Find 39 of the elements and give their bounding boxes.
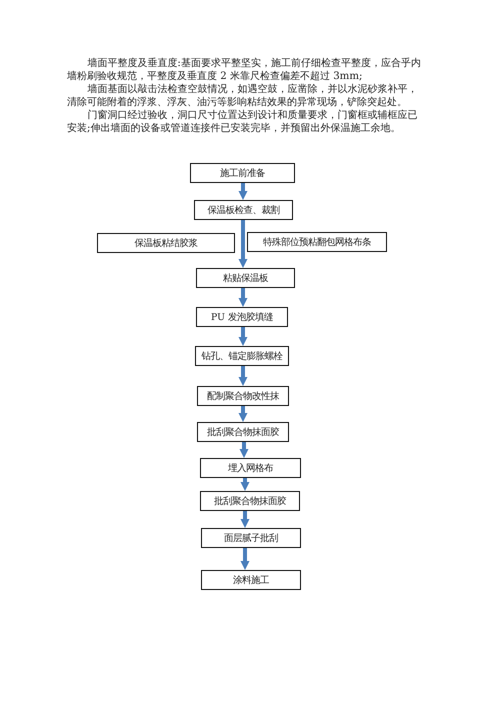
- process-box: [197, 422, 289, 442]
- process-box: [200, 458, 301, 478]
- step-label: 涂料施工: [233, 574, 269, 586]
- arrow: [240, 478, 250, 491]
- process-box: [195, 346, 289, 366]
- step-label: 配制聚合物改性抹: [207, 390, 279, 402]
- process-box: [97, 233, 235, 253]
- step-label: 保温板检查、裁割: [208, 204, 280, 216]
- paragraph: 门窗洞口经过验收，洞口尺寸位置达到设计和质量要求，门窗框或辅框应已安装;伸出墙面的设备或管道连接件已安装完毕，并预留出外保温施工余地。: [67, 110, 418, 136]
- step-label: 面层腻子批刮: [224, 532, 278, 544]
- step-label: 保温板粘结胶浆: [134, 236, 198, 250]
- step-label: 钻孔、锚定膨胀螺栓: [202, 350, 282, 362]
- paragraph: 墙面平整度及垂直度:基面要求平整坚实，施工前仔细检查平整度，应合乎内墙粉刷验收规范，平整度及垂直度 2 米靠尺检查偏差不超过 3mm;: [67, 58, 422, 84]
- step-label: 埋入网格布: [228, 462, 273, 474]
- process-box: [247, 232, 387, 252]
- process-box: [200, 491, 300, 511]
- arrow: [238, 220, 248, 268]
- step-label: 特殊部位预粘翻包网格布条: [263, 236, 371, 248]
- process-box: [196, 268, 295, 288]
- arrow: [240, 442, 248, 458]
- arrow: [238, 183, 248, 200]
- arrow: [238, 288, 248, 307]
- arrow: [238, 366, 248, 386]
- step-label: 施工前准备: [220, 166, 265, 180]
- process-box: [190, 163, 295, 183]
- step-label: PU 发泡胶填缝: [211, 310, 273, 324]
- process-box: [194, 200, 293, 220]
- process-box: [201, 528, 301, 548]
- process-box: [201, 570, 301, 590]
- step-label: 粘贴保温板: [223, 272, 268, 284]
- process-box: [197, 386, 289, 406]
- arrow: [240, 548, 250, 570]
- arrow: [238, 327, 248, 346]
- paragraph: 墙面基面以敲击法检查空鼓情况，如遇空鼓，应凿除，并以水泥砂浆补平，清除可能附着的浮浆、浮灰、油污等影响粘结效果的异常现场，铲除突起处。: [67, 84, 418, 110]
- step-label: 批刮聚合物抹面胶: [207, 426, 279, 438]
- process-box: [196, 307, 288, 327]
- step-label: 批刮聚合物抹面胶: [214, 494, 286, 508]
- arrow: [240, 511, 250, 528]
- arrow: [238, 406, 248, 422]
